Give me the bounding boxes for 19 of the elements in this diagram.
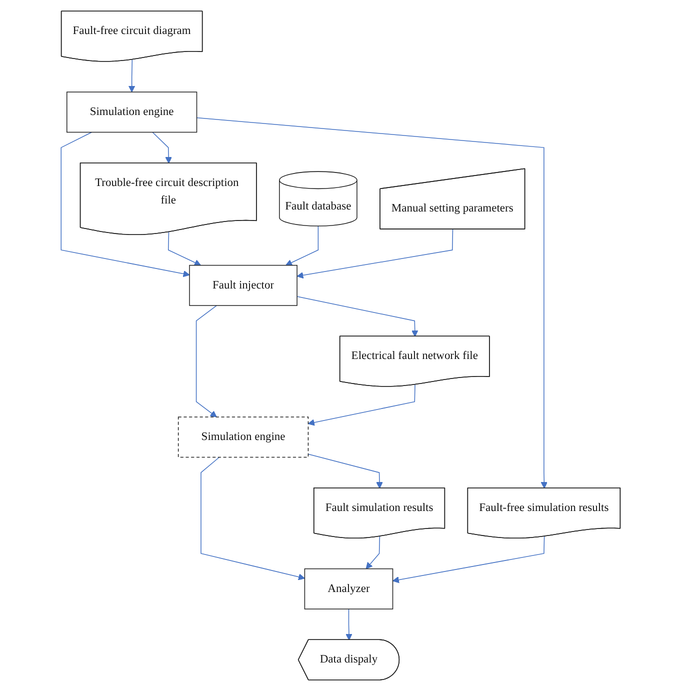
arrow	[128, 59, 135, 92]
node-box: Simulation engine	[178, 416, 308, 458]
arrow	[296, 296, 418, 337]
arrow	[152, 132, 172, 164]
arrow	[308, 454, 383, 489]
arrow	[168, 232, 201, 266]
arrow	[196, 305, 217, 418]
arrow	[392, 536, 545, 584]
node-box: Fault injector	[188, 264, 298, 306]
arrow	[308, 384, 416, 426]
arrow	[200, 456, 305, 580]
arrow	[366, 536, 380, 570]
node-box: Analyzer	[304, 568, 393, 610]
arrow	[285, 226, 318, 266]
node-box: Simulation engine	[66, 92, 197, 133]
arrow	[60, 132, 190, 278]
arrow	[296, 228, 453, 279]
arrow	[196, 117, 548, 489]
arrow	[345, 608, 352, 640]
